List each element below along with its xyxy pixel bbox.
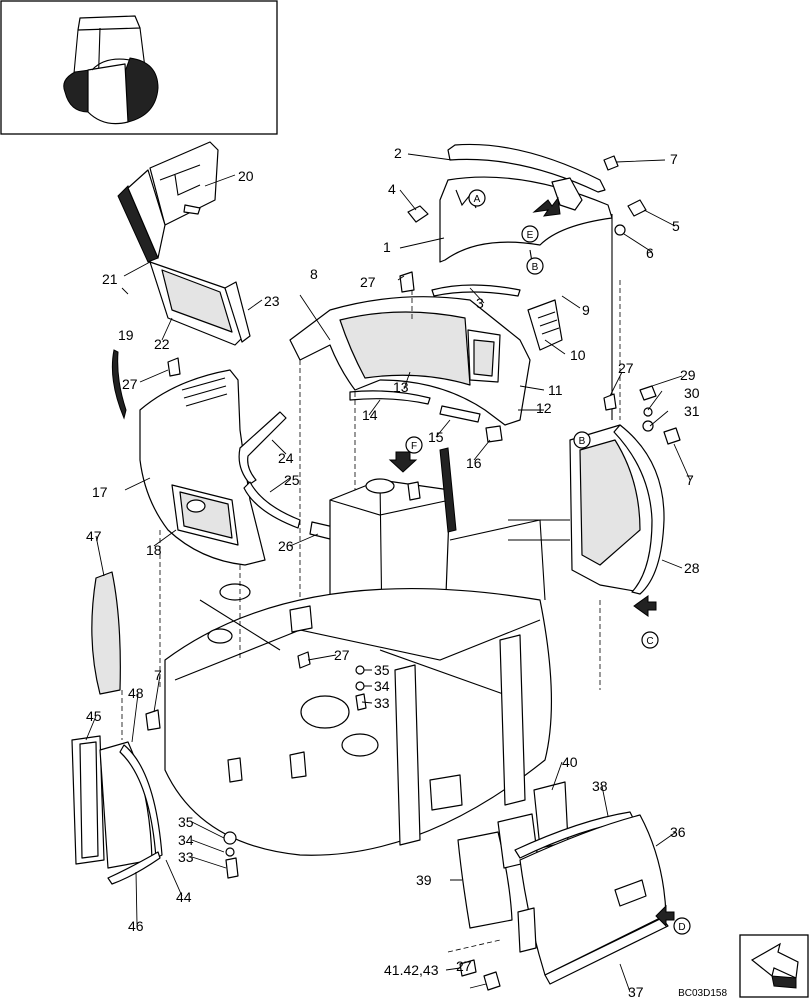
part-label: 29	[680, 367, 696, 383]
part-label: 24	[278, 450, 294, 466]
part-label: 14	[362, 407, 378, 423]
machine-inset	[0, 0, 278, 135]
part-label: 39	[416, 872, 432, 888]
part-label: 8	[310, 266, 318, 282]
part-label: 27	[618, 360, 634, 376]
part-label: 7	[670, 151, 678, 167]
leader-lines	[85, 153, 691, 993]
view-letter: A	[474, 194, 481, 205]
alignment-lines	[121, 280, 621, 740]
part-label: 41.42,43	[384, 962, 439, 978]
part-label: 18	[146, 542, 162, 558]
part-number-labels: 1 2 3 4 5 6 7 7 7 8 9 10 11 12 13 14 15 …	[86, 145, 700, 1000]
part-label: 26	[278, 538, 294, 554]
view-letter: B	[579, 436, 586, 447]
part-label: 34	[178, 832, 194, 848]
drawing-code: BC03D158	[678, 988, 727, 999]
part-label: 9	[582, 302, 590, 318]
part-label: 11	[548, 382, 563, 398]
right-side-cover-group	[508, 385, 681, 595]
left-front-cover-group	[111, 349, 339, 566]
part-label: 23	[264, 293, 280, 309]
part-label: 19	[118, 327, 134, 343]
part-label: 21	[102, 271, 118, 287]
view-letter: B	[532, 262, 539, 273]
part-label: 40	[562, 754, 578, 770]
part-label: 10	[570, 347, 586, 363]
part-label: 35	[178, 814, 194, 830]
part-label: 2	[394, 145, 402, 161]
part-label: 34	[374, 678, 390, 694]
main-frame-group	[164, 447, 552, 856]
part-label: 3	[476, 295, 484, 311]
part-label: 25	[284, 472, 300, 488]
part-label: 48	[128, 685, 144, 701]
part-label: 30	[684, 385, 700, 401]
view-letter: F	[411, 441, 417, 452]
view-letter: C	[646, 636, 653, 647]
view-letter: D	[678, 922, 685, 933]
part-label: 46	[128, 918, 144, 934]
part-label: 4	[388, 181, 396, 197]
part-label: 1	[383, 239, 391, 255]
part-label: 16	[466, 455, 482, 471]
part-label: 31	[684, 403, 700, 419]
orientation-icon	[739, 934, 809, 998]
center-cover-group	[289, 271, 563, 640]
part-label: 37	[628, 984, 644, 1000]
part-label: 20	[238, 168, 254, 184]
part-label: 28	[684, 560, 700, 576]
part-label: 13	[393, 379, 409, 395]
part-label: 47	[86, 528, 102, 544]
part-label: 27	[334, 647, 350, 663]
part-label: 7	[686, 472, 694, 488]
part-label: 6	[646, 245, 654, 261]
view-arrows	[388, 196, 675, 928]
part-label: 7	[154, 667, 162, 683]
part-label: 27	[456, 958, 472, 974]
part-label: 35	[374, 662, 390, 678]
part-label: 36	[670, 824, 686, 840]
rear-cover-upper-group	[117, 141, 251, 346]
view-letter: E	[527, 230, 534, 241]
part-label: 27	[122, 376, 138, 392]
part-label: 22	[154, 336, 170, 352]
part-label: 38	[592, 778, 608, 794]
view-letter-markers: A B E F B C D	[405, 189, 691, 935]
part-label: 15	[428, 429, 444, 445]
part-label: 17	[92, 484, 108, 500]
rear-door-group	[447, 781, 669, 991]
part-label: 12	[536, 400, 552, 416]
part-label: 45	[86, 708, 102, 724]
part-label: 5	[672, 218, 680, 234]
part-label: 33	[374, 695, 390, 711]
part-label: 33	[178, 849, 194, 865]
part-label: 27	[360, 274, 376, 290]
part-label: 44	[176, 889, 192, 905]
left-lower-parts-group	[71, 571, 239, 885]
